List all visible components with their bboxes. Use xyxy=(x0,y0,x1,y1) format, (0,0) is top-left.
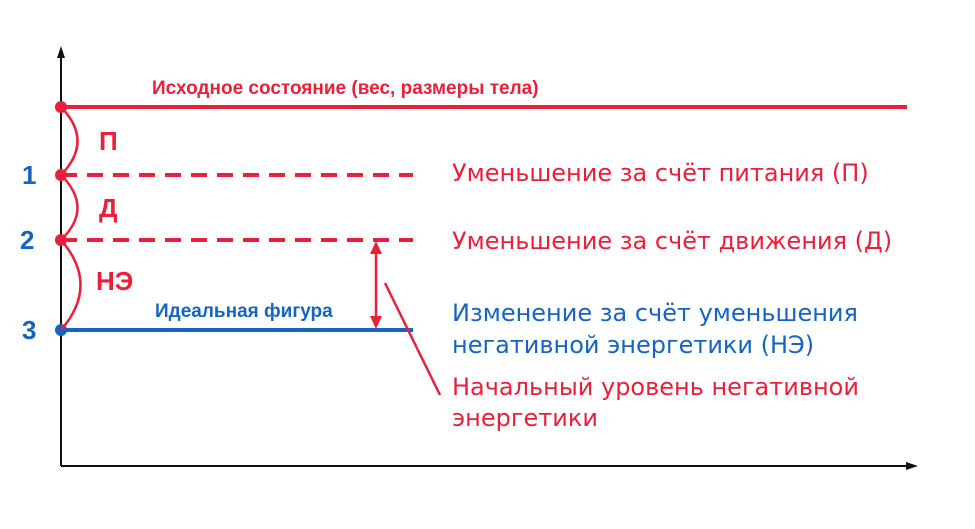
level-1-number: 1 xyxy=(22,160,37,190)
segment-p-label: П xyxy=(99,126,118,156)
segment-ne-label: НЭ xyxy=(96,266,134,296)
ideal-level-label: Идеальная фигура xyxy=(155,301,333,322)
level-2-number: 2 xyxy=(20,225,35,255)
y-axis-arrowhead xyxy=(57,46,65,58)
arrow-note-line1: Начальный уровень негативной xyxy=(452,373,859,401)
brace-d xyxy=(60,174,79,241)
level-2-description: Уменьшение за счёт движения (Д) xyxy=(452,227,893,255)
brace-p xyxy=(60,106,79,176)
ideal-description-line1: Изменение за счёт уменьшения xyxy=(452,299,858,327)
brace-ne xyxy=(60,239,82,331)
pointer-line xyxy=(383,282,442,396)
double-arrow-head-up xyxy=(370,241,382,254)
double-arrow-head-down xyxy=(370,316,382,329)
level-3-number: 3 xyxy=(22,315,37,345)
level-1-description: Уменьшение за счёт питания (П) xyxy=(452,159,869,187)
segment-d-label: Д xyxy=(99,193,118,223)
initial-level-label: Исходное состояние (вес, размеры тела) xyxy=(152,78,539,99)
ideal-description-line2: негативной энергетики (НЭ) xyxy=(452,331,815,359)
x-axis-arrowhead xyxy=(906,462,918,470)
arrow-note-line2: энергетики xyxy=(452,404,598,432)
